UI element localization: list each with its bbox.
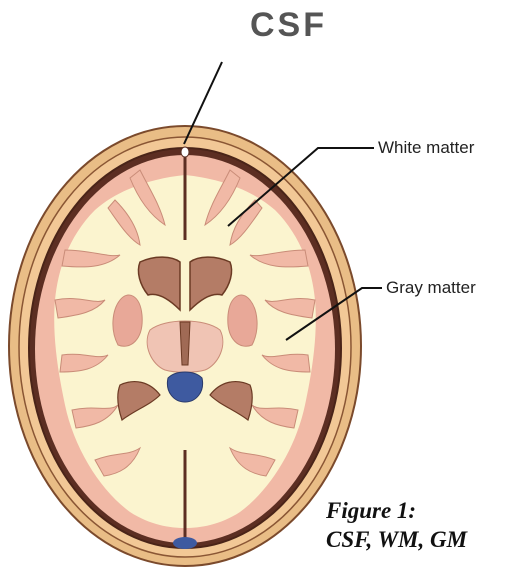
- white-matter-label: White matter: [378, 138, 474, 158]
- figure-caption: Figure 1: CSF, WM, GM: [326, 496, 467, 554]
- caption-line-2: CSF, WM, GM: [326, 525, 467, 554]
- csf-label: CSF: [250, 6, 327, 45]
- csf-pocket-occipital: [173, 537, 197, 549]
- gray-matter-label: Gray matter: [386, 278, 476, 298]
- csf-pocket-frontal: [181, 147, 189, 157]
- third-ventricle: [180, 322, 190, 365]
- caption-line-1: Figure 1:: [326, 496, 467, 525]
- csf-ventricle-posterior: [167, 372, 202, 402]
